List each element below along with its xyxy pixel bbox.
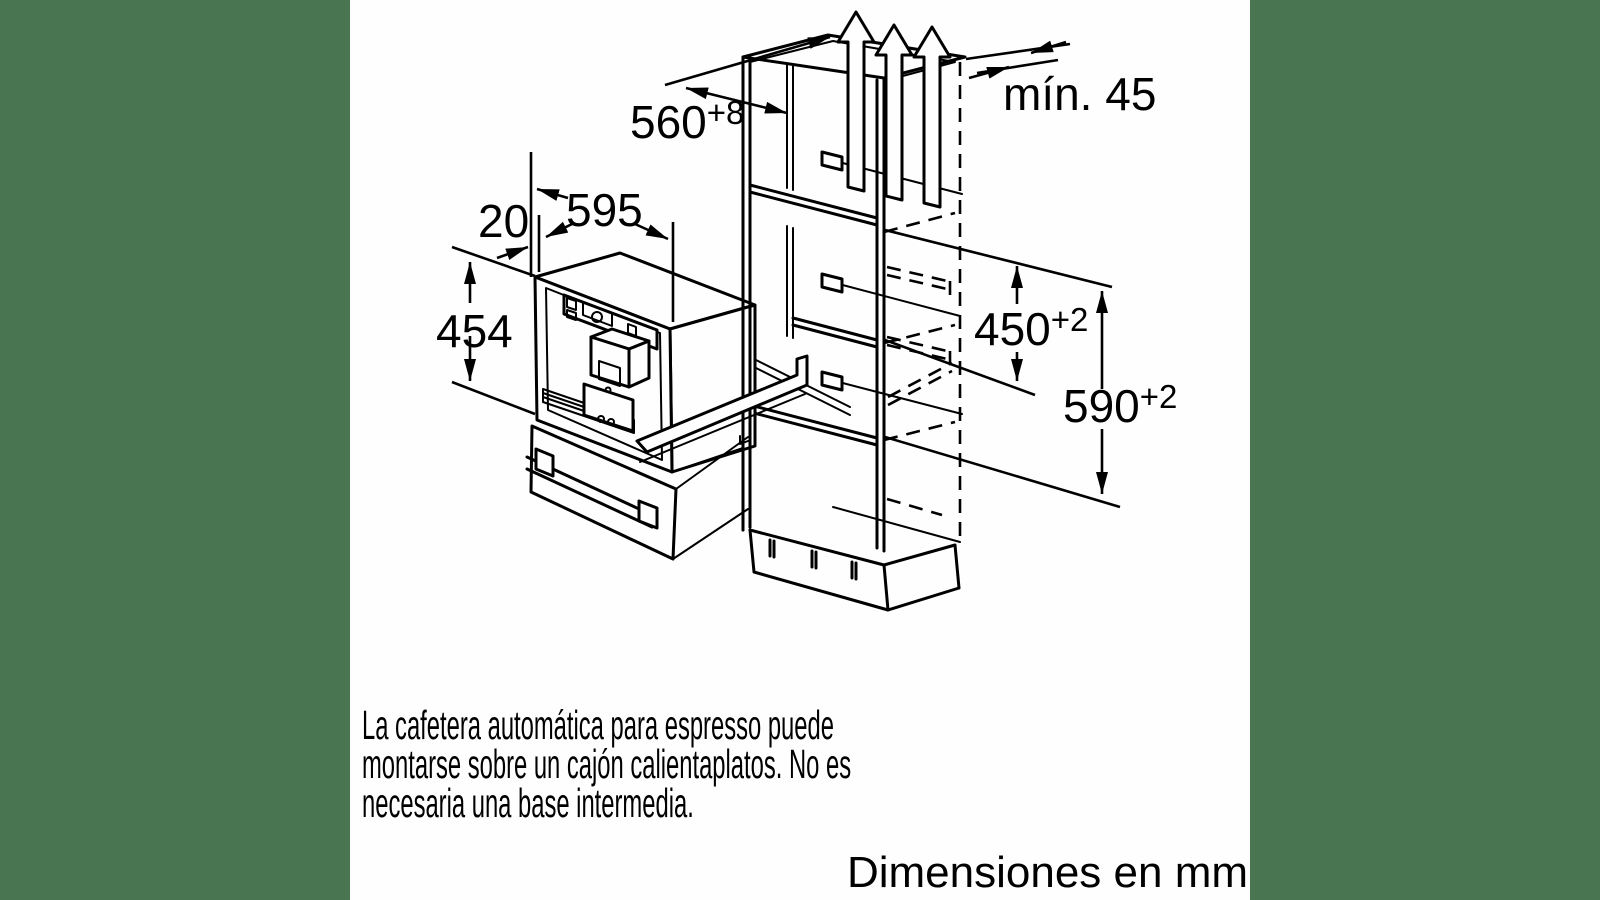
dimension-label-590: 590+2 [1063,378,1177,432]
dimension-595: 595 [545,184,675,322]
right-letterbox [1250,0,1600,900]
units-note: Dimensiones en mm [846,848,1248,897]
caption-line-1: La cafetera automática para espresso pue… [362,702,834,748]
vent-arrow-icon [912,25,952,209]
dimension-454: 454 [436,245,536,416]
drawer-handle [525,447,659,530]
dimension-label-454: 454 [436,305,513,357]
dimension-560: 560+8 [630,35,831,148]
support-rail [635,354,809,463]
dimension-min-45: mín. 45 [965,40,1156,120]
dimension-label-20: 20 [478,195,529,247]
caption-line-3: necesaria una base intermedia. [362,780,694,826]
diagram-paper [350,0,1250,900]
dimension-590: 590+2 [884,291,1177,509]
ventilation-arrows [836,10,952,209]
vent-arrow-icon [836,10,876,193]
dimension-label-595: 595 [566,184,643,236]
dimension-450: 450+2 [884,228,1113,397]
dimension-label-560: 560+8 [630,94,744,148]
installation-diagram: 560+8 mín. 45 20 595 454 [436,10,1177,612]
dimension-label-min45: mín. 45 [1003,68,1156,120]
caption-text: La cafetera automática para espresso pue… [362,702,852,826]
warming-drawer [525,424,749,561]
caption-line-2: montarse sobre un cajón calientaplatos. … [362,741,852,787]
vent-arrow-icon [874,23,914,202]
dimension-label-450: 450+2 [974,301,1088,355]
dimension-20: 20 [478,152,569,277]
drip-tray [542,382,635,434]
left-letterbox [0,0,350,900]
